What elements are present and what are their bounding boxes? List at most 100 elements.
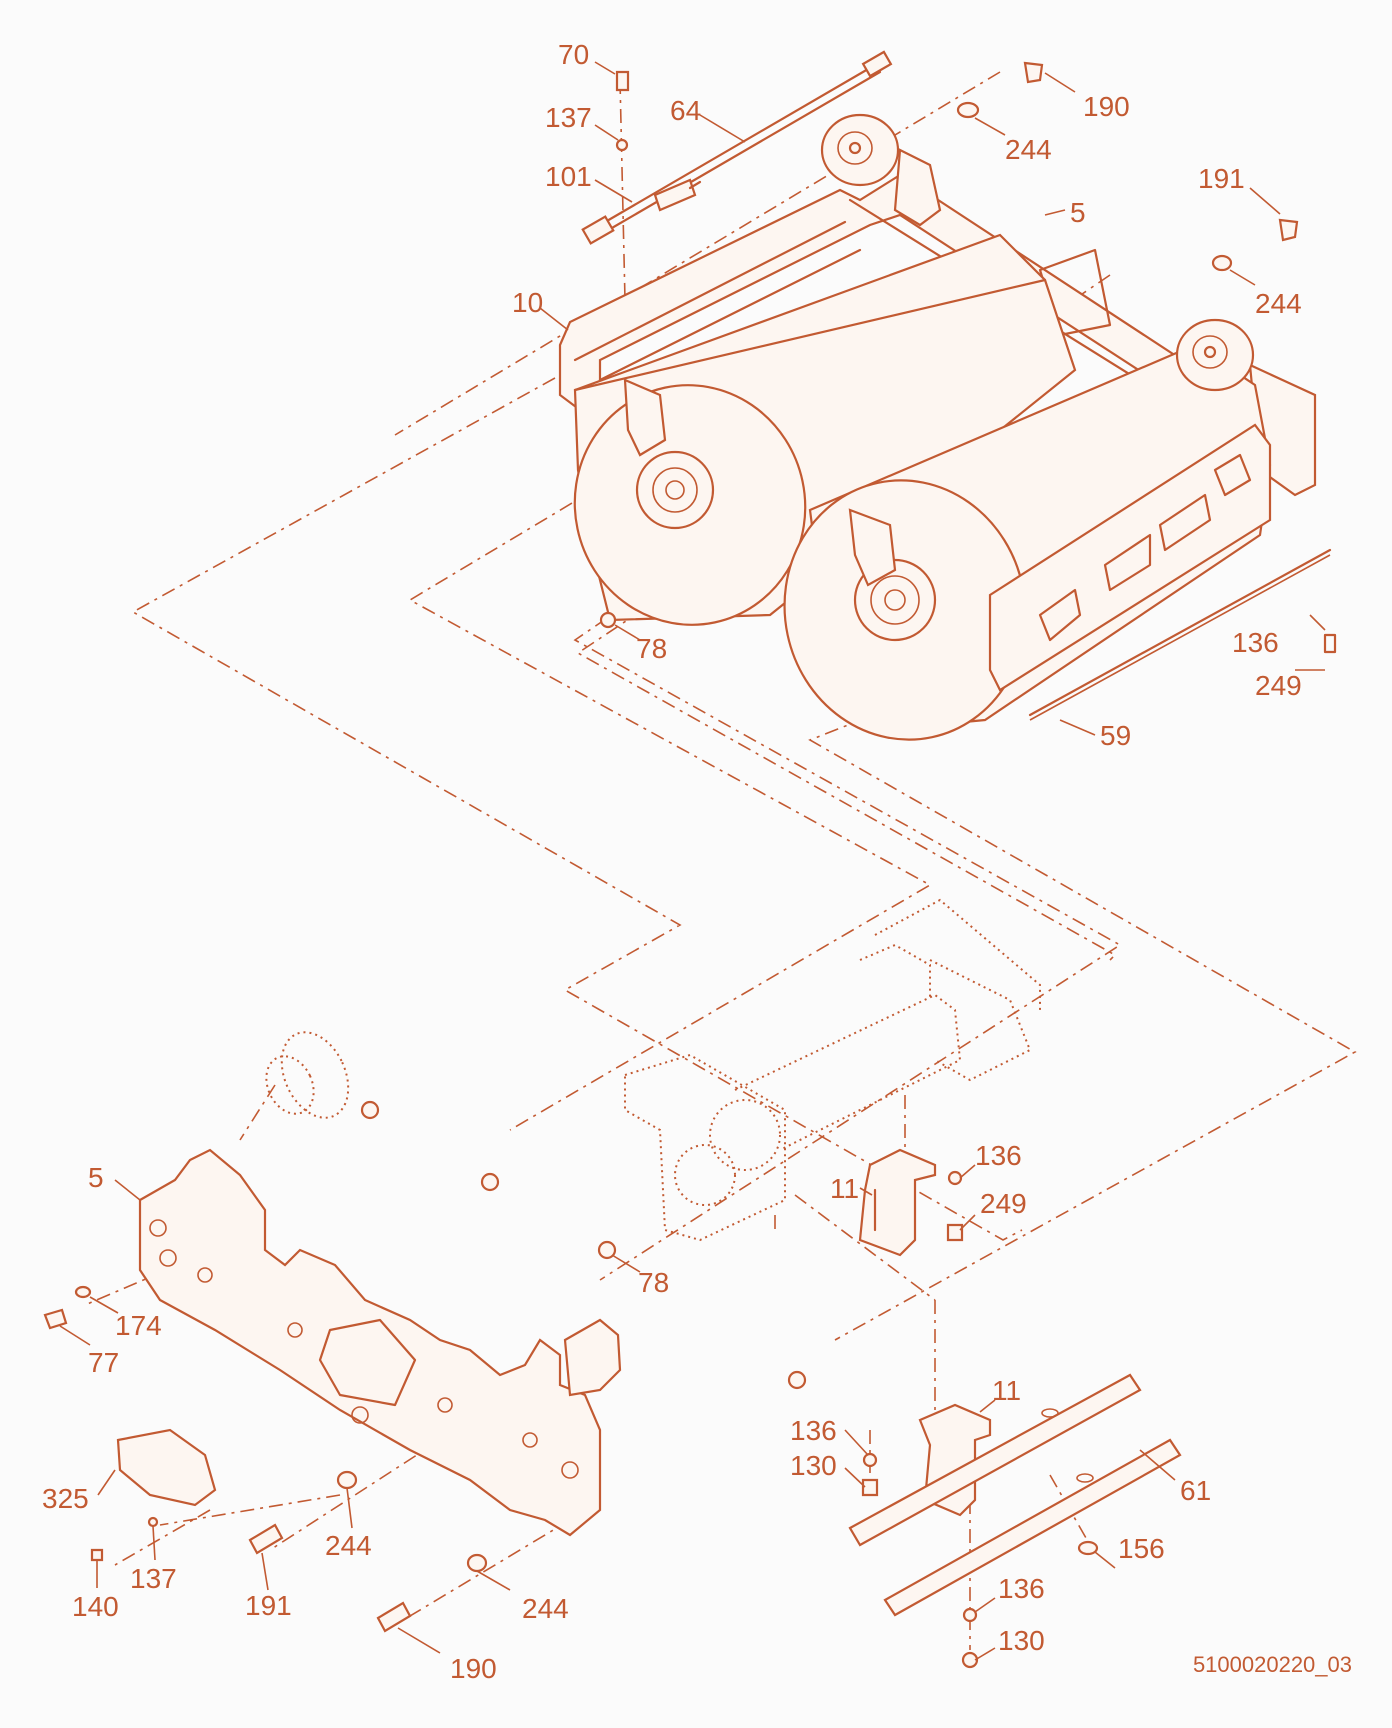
callout-190: 190 — [1083, 91, 1130, 122]
callout-156: 156 — [1118, 1533, 1165, 1564]
callout-70: 70 — [558, 39, 589, 70]
rear-drum-bracket — [623, 378, 667, 457]
callout-325: 325 — [42, 1483, 89, 1514]
guide-line-screw-140 — [159, 1494, 341, 1526]
callout-191: 191 — [245, 1590, 292, 1621]
side-frame-5-lower — [138, 1148, 622, 1537]
callout-244: 244 — [1005, 134, 1052, 165]
guide-line-6 — [394, 71, 1001, 436]
rear-drum — [573, 233, 1077, 626]
callout-191: 191 — [1198, 163, 1245, 194]
roller-lower — [563, 1318, 622, 1397]
callout-249: 249 — [980, 1188, 1027, 1219]
strip-59 — [1028, 548, 1332, 717]
washer-174 — [74, 1285, 92, 1299]
hose-top-fitting — [861, 50, 893, 78]
drawing-number: 5100020220_03 — [1193, 1652, 1352, 1677]
callout-136: 136 — [975, 1140, 1022, 1171]
callout-11: 11 — [992, 1375, 1021, 1406]
front-drum-bracket — [848, 508, 897, 587]
callout-11: 11 — [830, 1173, 859, 1204]
callout-64: 64 — [670, 95, 701, 126]
bolt-130-left — [861, 1478, 879, 1497]
guide-line-bolt-191 — [269, 1439, 441, 1551]
callout-61: 61 — [1180, 1475, 1211, 1506]
screw-140 — [90, 1548, 104, 1562]
fitting-101 — [653, 178, 697, 212]
bushing-78-top — [599, 611, 617, 629]
guide-line-1 — [131, 377, 1023, 1241]
top-hardware — [599, 61, 1337, 721]
leader-lines — [59, 61, 1326, 1661]
callout-101: 101 — [545, 161, 592, 192]
spray-hose-64 — [581, 50, 893, 245]
bolt-190-lower — [376, 1601, 412, 1633]
frame-bracket-top — [893, 148, 942, 227]
callout-77: 77 — [88, 1347, 119, 1378]
callout-5: 5 — [88, 1162, 104, 1193]
callout-244: 244 — [325, 1530, 372, 1561]
callout-244: 244 — [522, 1593, 569, 1624]
callout-130: 130 — [790, 1450, 837, 1481]
axle-housing-reference — [624, 898, 1041, 1242]
washer-136-upper — [947, 1170, 963, 1186]
callout-249: 249 — [1255, 670, 1302, 701]
callout-190: 190 — [450, 1653, 497, 1684]
callout-59: 59 — [1100, 720, 1131, 751]
callout-78: 78 — [638, 1267, 669, 1298]
callout-244: 244 — [1255, 288, 1302, 319]
rear-drum-motor — [635, 450, 715, 530]
scraper-bar — [988, 423, 1272, 692]
bolt-70 — [615, 70, 630, 92]
guide-line-bolt-77 — [84, 1259, 191, 1306]
washer-244-left — [336, 1470, 358, 1490]
bolt-77 — [43, 1308, 68, 1330]
hub-reference — [265, 1031, 350, 1119]
bushing-78-c — [597, 1240, 617, 1260]
washer-137-top — [615, 138, 629, 152]
callout-136: 136 — [790, 1415, 837, 1446]
hose-end-fitting — [581, 215, 615, 245]
assembly-guide-lines — [84, 71, 1357, 1650]
washer-137-lower — [147, 1516, 159, 1528]
bushing-78-b — [480, 1172, 500, 1192]
bracket-11-upper — [858, 1148, 937, 1257]
callout-136: 136 — [1232, 627, 1279, 658]
washer-244-right-lower — [466, 1553, 488, 1573]
guide-line-bolt-190 — [394, 1519, 571, 1626]
bolt-130-bottom — [961, 1651, 979, 1669]
bolt-191-top — [1278, 218, 1299, 242]
callout-140: 140 — [72, 1591, 119, 1622]
guide-line-bolt-70 — [619, 79, 626, 301]
top-rollers — [820, 113, 1255, 392]
callout-174: 174 — [115, 1310, 162, 1341]
screw-249-upper — [946, 1223, 964, 1242]
callout-labels: 70 137 64 101 190 244 5 191 244 10 78 13… — [42, 39, 1302, 1684]
cover-325 — [116, 1428, 217, 1507]
screw-249-top — [1323, 633, 1337, 654]
callout-136: 136 — [998, 1573, 1045, 1604]
washer-136-bottom — [962, 1607, 978, 1623]
front-drum — [783, 343, 1272, 741]
callout-5: 5 — [1070, 197, 1086, 228]
bushing-78-a — [360, 1100, 380, 1120]
callout-137: 137 — [545, 102, 592, 133]
guide-line-hub — [239, 1084, 276, 1141]
callout-137: 137 — [130, 1563, 177, 1594]
pin-156 — [1077, 1540, 1099, 1556]
guide-line-bracket-lower — [794, 1194, 936, 1301]
callout-78: 78 — [636, 633, 667, 664]
frame-cutout — [318, 1318, 417, 1407]
lower-hardware — [43, 1100, 1099, 1669]
plate-61 — [848, 1373, 1182, 1617]
washer-244-right — [1211, 254, 1233, 272]
callout-10: 10 — [512, 287, 543, 318]
bolt-190-top — [1023, 61, 1044, 84]
bolt-191-lower — [248, 1523, 284, 1555]
callout-130: 130 — [998, 1625, 1045, 1656]
bushing-78-d — [787, 1370, 807, 1390]
washer-244-top — [956, 101, 980, 119]
washer-136-left — [862, 1452, 878, 1468]
guide-line-cover — [114, 1509, 211, 1566]
